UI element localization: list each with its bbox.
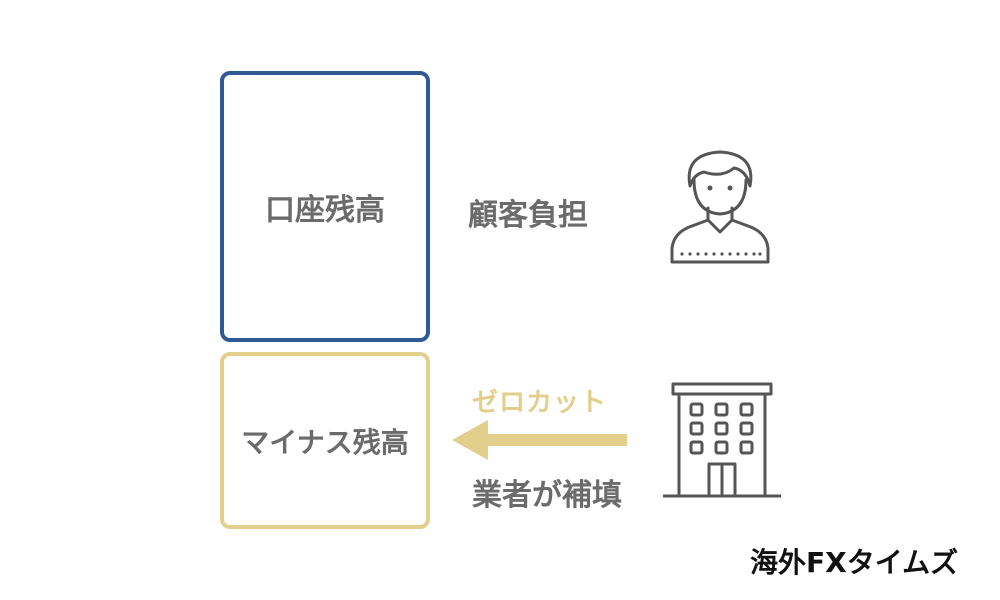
account-balance-box: 口座残高 [220,71,430,342]
broker-covers-label: 業者が補填 [472,478,622,513]
negative-balance-label: マイナス残高 [241,425,409,459]
account-balance-label: 口座残高 [265,192,385,228]
zero-cut-label: ゼロカット [472,388,608,418]
customer-burden-label: 顧客負担 [468,198,588,233]
building-icon [663,382,781,498]
negative-balance-box: マイナス残高 [220,352,430,529]
person-icon [670,150,770,264]
arrow-left-icon [452,420,627,460]
site-logo-watermark: 海外FXタイムズ [750,546,959,579]
